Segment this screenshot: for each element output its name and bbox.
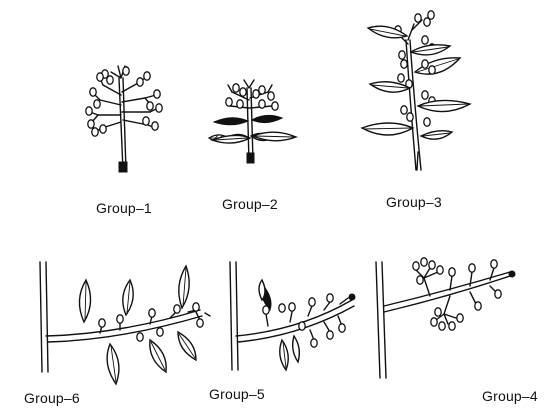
group-1-plant (86, 66, 162, 172)
group-1-label: Group–1 (96, 200, 152, 216)
group-2-plant (209, 80, 296, 163)
group-4-label: Group–4 (482, 388, 538, 404)
group-5-label: Group–5 (209, 386, 265, 402)
group-4-plant (376, 258, 515, 378)
group-6-label: Group–6 (24, 390, 80, 406)
group-3-label: Group–3 (386, 194, 442, 210)
group-3-plant (362, 11, 470, 170)
group-2-label: Group–2 (222, 196, 278, 212)
group-5-plant (230, 262, 355, 370)
group-6-plant (40, 262, 210, 384)
